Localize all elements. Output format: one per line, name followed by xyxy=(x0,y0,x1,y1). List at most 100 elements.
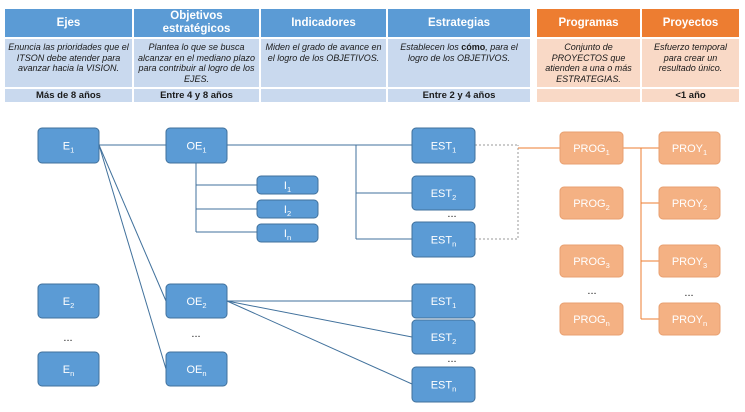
node-est2a: EST2 xyxy=(411,175,476,211)
node-oe1: OE1 xyxy=(165,127,228,164)
duration-proyectos: <1 año xyxy=(642,89,739,102)
node-box xyxy=(165,127,228,164)
node-proy2: PROY2 xyxy=(658,186,721,220)
node-label-main: EST xyxy=(431,380,453,392)
ellipsis-4: ... xyxy=(447,353,456,365)
node-label: PROY3 xyxy=(672,256,707,270)
edge-e1-oen xyxy=(98,144,167,370)
node-label-subscript: 1 xyxy=(452,146,456,155)
node-label: PROY1 xyxy=(672,143,707,157)
node-box xyxy=(658,244,721,278)
header-objetivos: Objetivos estratégicos xyxy=(134,9,259,37)
node-box xyxy=(256,175,319,195)
node-label: PROG1 xyxy=(573,143,610,157)
desc-estrategias-pre: Establecen los xyxy=(400,42,462,52)
desc-objetivos: Plantea lo que se busca alcanzar en el m… xyxy=(134,39,259,87)
ellipsis-3: ... xyxy=(447,208,456,220)
node-box xyxy=(559,244,624,278)
node-label-main: EST xyxy=(431,188,453,200)
desc-programas: Conjunto de PROYECTOS que atienden a una… xyxy=(537,39,640,87)
node-label-subscript: n xyxy=(606,319,610,328)
node-est1b: EST1 xyxy=(411,283,476,319)
node-prog3: PROG3 xyxy=(559,244,624,278)
duration-programas xyxy=(537,89,640,102)
node-label-subscript: 1 xyxy=(202,146,206,155)
node-label-main: EST xyxy=(431,141,453,153)
node-estnb: ESTn xyxy=(411,366,476,403)
node-box xyxy=(559,186,624,220)
node-e2: E2 xyxy=(37,283,100,319)
node-est1a: EST1 xyxy=(411,127,476,164)
node-label: ESTn xyxy=(431,380,457,394)
node-label: En xyxy=(63,364,75,378)
node-label-subscript: 1 xyxy=(452,301,456,310)
node-label-main: E xyxy=(63,141,70,153)
node-label-main: OE xyxy=(186,296,202,308)
desc-estrategias: Establecen los cómo, para el logro de lo… xyxy=(388,39,530,87)
edge-estn-prog-dashed xyxy=(475,145,519,240)
node-box xyxy=(256,223,319,243)
node-label: EST1 xyxy=(431,296,457,310)
node-label-subscript: 3 xyxy=(703,261,707,270)
node-box xyxy=(165,351,228,387)
node-box xyxy=(559,302,624,336)
ellipsis-5: ... xyxy=(587,285,596,297)
node-label-main: OE xyxy=(186,364,202,376)
node-label-subscript: 2 xyxy=(703,203,707,212)
table-execution-levels: Programas Proyectos Conjunto de PROYECTO… xyxy=(535,7,741,104)
node-box xyxy=(411,221,476,258)
node-label-subscript: 2 xyxy=(606,203,610,212)
node-label: I2 xyxy=(284,204,291,218)
node-label-main: PROY xyxy=(672,198,704,210)
node-label-subscript: n xyxy=(202,369,206,378)
node-label-main: PROG xyxy=(573,314,605,326)
node-label: EST1 xyxy=(431,141,457,155)
node-label-subscript: 2 xyxy=(452,193,456,202)
node-box xyxy=(411,175,476,211)
node-label: OE2 xyxy=(186,296,206,310)
node-oen: OEn xyxy=(165,351,228,387)
node-label-subscript: n xyxy=(70,369,74,378)
desc-ejes: Enuncia las prioridades que el ITSON deb… xyxy=(5,39,132,87)
node-label-subscript: 1 xyxy=(606,148,610,157)
connector-lines xyxy=(98,144,659,385)
node-label-main: I xyxy=(284,180,287,192)
node-label-subscript: n xyxy=(703,319,707,328)
node-box xyxy=(658,131,721,165)
node-label-main: I xyxy=(284,228,287,240)
node-box xyxy=(37,351,100,387)
node-label-subscript: n xyxy=(452,240,456,249)
node-prog1: PROG1 xyxy=(559,131,624,165)
node-label: In xyxy=(284,228,291,242)
header-proyectos: Proyectos xyxy=(642,9,739,37)
node-prog2: PROG2 xyxy=(559,186,624,220)
node-box xyxy=(165,283,228,319)
node-label-subscript: 2 xyxy=(287,209,291,218)
node-label-subscript: 2 xyxy=(452,337,456,346)
duration-estrategias: Entre 2 y 4 años xyxy=(388,89,530,102)
header-ejes: Ejes xyxy=(5,9,132,37)
desc-proyectos: Esfuerzo temporal para crear un resultad… xyxy=(642,39,739,87)
node-label: PROG3 xyxy=(573,256,610,270)
ellipsis-2: ... xyxy=(191,328,200,340)
node-box xyxy=(37,283,100,319)
ellipsis-markers: .................. xyxy=(63,208,693,365)
node-box xyxy=(559,131,624,165)
node-box xyxy=(411,319,476,355)
node-box xyxy=(411,127,476,164)
duration-ejes: Más de 8 años xyxy=(5,89,132,102)
duration-objetivos: Entre 4 y 8 años xyxy=(134,89,259,102)
node-proyn: PROYn xyxy=(658,302,721,336)
ellipsis-6: ... xyxy=(684,287,693,299)
node-label-main: EST xyxy=(431,296,453,308)
edge-oe2-est2 xyxy=(226,300,413,338)
node-label: EST2 xyxy=(431,188,457,202)
node-box xyxy=(658,302,721,336)
node-label-main: E xyxy=(63,296,70,308)
node-oe2: OE2 xyxy=(165,283,228,319)
node-box xyxy=(37,127,100,164)
node-progn: PROGn xyxy=(559,302,624,336)
node-i1: I1 xyxy=(256,175,319,195)
node-box xyxy=(411,283,476,319)
